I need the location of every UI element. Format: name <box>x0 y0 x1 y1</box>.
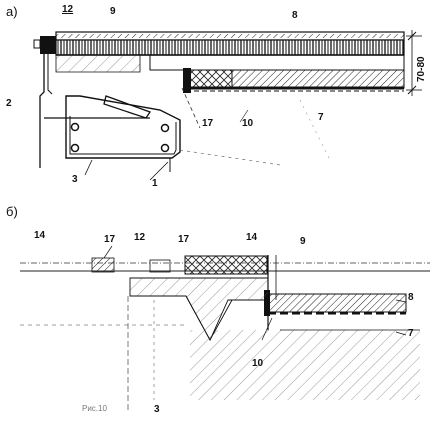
panel-a-letter: а) <box>6 4 18 19</box>
panel-b-slab <box>267 293 407 313</box>
panel-a-drawing <box>33 30 422 181</box>
panel-b-drawing <box>20 245 430 410</box>
panel-b-callout-7: 7 <box>408 328 414 339</box>
panel-a-brick-layer <box>55 39 405 56</box>
panel-a-left-cap <box>40 36 56 54</box>
panel-b-callout-14-right: 14 <box>246 232 258 243</box>
panel-a-callout-8: 8 <box>292 10 298 21</box>
panel-a-slab <box>231 69 405 89</box>
panel-b-callout-12: 12 <box>134 232 146 243</box>
panel-b-callout-14-left: 14 <box>34 230 46 241</box>
panel-a-callout-9: 9 <box>110 6 116 17</box>
panel-b-callout-3: 3 <box>154 404 160 415</box>
panel-a-callout-1: 1 <box>152 178 158 189</box>
panel-a-top-layer-fill <box>56 34 404 38</box>
caption-fragment: Рис.10 <box>82 404 107 413</box>
panel-a-callout-7: 7 <box>318 112 324 123</box>
panel-b-callout-10: 10 <box>252 358 264 369</box>
panel-a-callout-10: 10 <box>242 118 254 129</box>
panel-b-callout-8: 8 <box>408 292 414 303</box>
panel-b-letter: б) <box>6 204 18 219</box>
panel-a-callout-3: 3 <box>72 174 78 185</box>
panel-a-callout-12: 12 <box>62 4 74 15</box>
panel-a-insulation <box>189 69 233 89</box>
panel-b-callout-17-left: 17 <box>104 234 116 245</box>
panel-b-cross-block <box>184 255 268 275</box>
panel-a-dimension: 70-80 <box>416 56 427 82</box>
panel-b-callout-9: 9 <box>300 236 306 247</box>
panel-a-callout-2: 2 <box>6 98 12 109</box>
panel-a-callout-17: 17 <box>202 118 214 129</box>
panel-b-callout-17-right: 17 <box>178 234 190 245</box>
